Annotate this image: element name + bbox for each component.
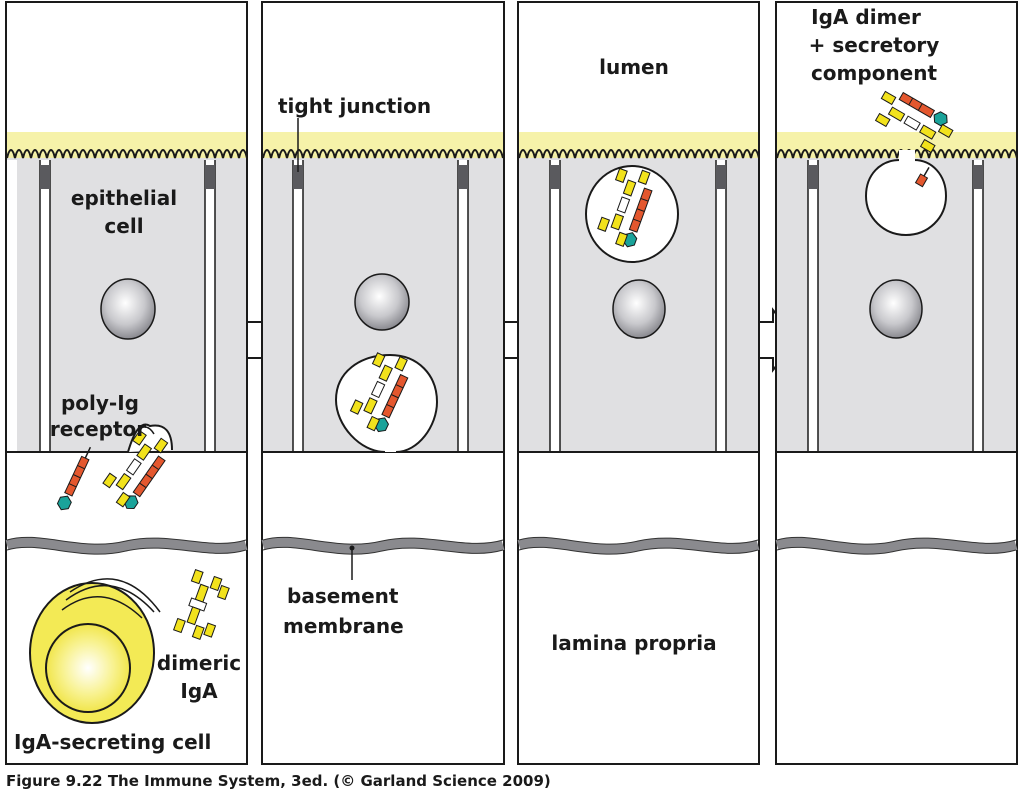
label-plus-secretory: + secretory <box>809 33 940 57</box>
nucleus <box>100 278 156 340</box>
secretory-iga <box>874 90 954 154</box>
microvilli <box>518 149 760 159</box>
label-receptor: receptor <box>50 417 146 441</box>
tight-junction <box>40 165 50 189</box>
microvilli <box>6 149 248 159</box>
nucleus <box>869 279 923 339</box>
tight-junction <box>550 165 560 189</box>
tight-junction <box>716 165 726 189</box>
label-tight-junction: tight junction <box>278 94 431 118</box>
panel-4: IgA dimer + secretory component <box>775 1 1018 765</box>
tight-junction <box>205 165 215 189</box>
label-basement: basement <box>287 584 399 608</box>
basement-membrane <box>261 537 505 555</box>
fusing-vesicle <box>864 159 948 237</box>
label-lumen: lumen <box>599 55 669 79</box>
dimeric-iga-molecule <box>172 568 230 640</box>
basement-membrane <box>775 537 1018 555</box>
nucleus <box>45 623 131 713</box>
label-iga: IgA <box>180 679 218 703</box>
figure-caption: Figure 9.22 The Immune System, 3ed. (© G… <box>6 772 551 790</box>
panel-3: lumen lamina propria <box>517 1 760 765</box>
label-epithelial: epithelial <box>71 186 177 210</box>
receptor-iga-complex <box>102 429 169 509</box>
receptor-iga-complex <box>349 352 409 433</box>
label-iga-dimer: IgA dimer <box>811 5 921 29</box>
label-lamina-propria: lamina propria <box>551 631 716 655</box>
glycocalyx <box>263 132 503 158</box>
tight-junction <box>293 165 303 189</box>
poly-ig-receptor <box>56 446 92 511</box>
panel-1: epithelial cell poly-Ig receptor dimeric… <box>5 1 248 765</box>
label-dimeric: dimeric <box>157 651 241 675</box>
basement-membrane <box>517 537 760 555</box>
tight-junction <box>808 165 818 189</box>
nucleus <box>354 273 410 331</box>
receptor-stub <box>914 166 930 188</box>
panel-2: tight junction basement membrane <box>261 1 505 765</box>
tight-junction <box>458 165 468 189</box>
microvilli <box>262 149 504 159</box>
transport-vesicle <box>585 165 679 263</box>
basement-membrane <box>5 537 248 555</box>
receptor-iga-complex <box>597 167 653 248</box>
iga-secreting-cell <box>29 578 161 724</box>
nucleus <box>612 279 666 339</box>
label-iga-secreting-cell: IgA-secreting cell <box>14 730 211 754</box>
label-membrane: membrane <box>283 614 404 638</box>
label-component: component <box>811 61 938 85</box>
label-poly-ig: poly-Ig <box>61 391 139 415</box>
microvilli <box>776 149 1018 159</box>
label-cell: cell <box>104 214 143 238</box>
tight-junction <box>973 165 983 189</box>
